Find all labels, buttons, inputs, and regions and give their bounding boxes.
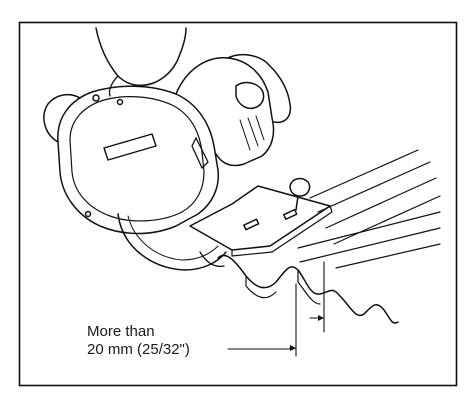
operator-thumb (108, 75, 119, 97)
blade-bottom (199, 251, 225, 268)
bevel-adjust-stem (295, 195, 299, 211)
saw-blade-inner (127, 215, 219, 261)
dimension-arrow-icon (318, 315, 324, 321)
annotation-label-line-1: More than (87, 323, 155, 340)
guard-nameplate (103, 133, 157, 161)
guard-rivet-icon (92, 94, 100, 102)
motor-vent-fins (239, 115, 265, 151)
corrugated-sheet-edge-lower (245, 269, 321, 305)
saw-blade (117, 213, 227, 271)
blade-guard-rim (69, 96, 205, 222)
guard-rivet-icon (84, 210, 92, 218)
front-knob (43, 93, 81, 143)
corrugated-sheet-ridges (297, 149, 441, 269)
base-plate-slot (282, 208, 298, 221)
operator-hand (95, 27, 187, 87)
cut-depth-dimension (289, 261, 325, 357)
figure-frame (18, 21, 458, 387)
handle-grip (235, 81, 265, 110)
blade-guard (57, 85, 220, 235)
corrugated-sheet-edge (217, 254, 399, 324)
depth-lever (191, 137, 209, 169)
motor-housing (175, 57, 275, 167)
annotation-label-line-2: 20 mm (25/32") (87, 341, 190, 358)
rear-handle (227, 53, 292, 124)
bevel-adjust-knob (289, 177, 311, 197)
guard-rivet-icon (116, 98, 124, 106)
base-plate-slot (243, 218, 260, 231)
dimension-arrow-icon (290, 345, 296, 351)
base-plate (189, 185, 331, 251)
base-plate-edge (231, 205, 333, 257)
